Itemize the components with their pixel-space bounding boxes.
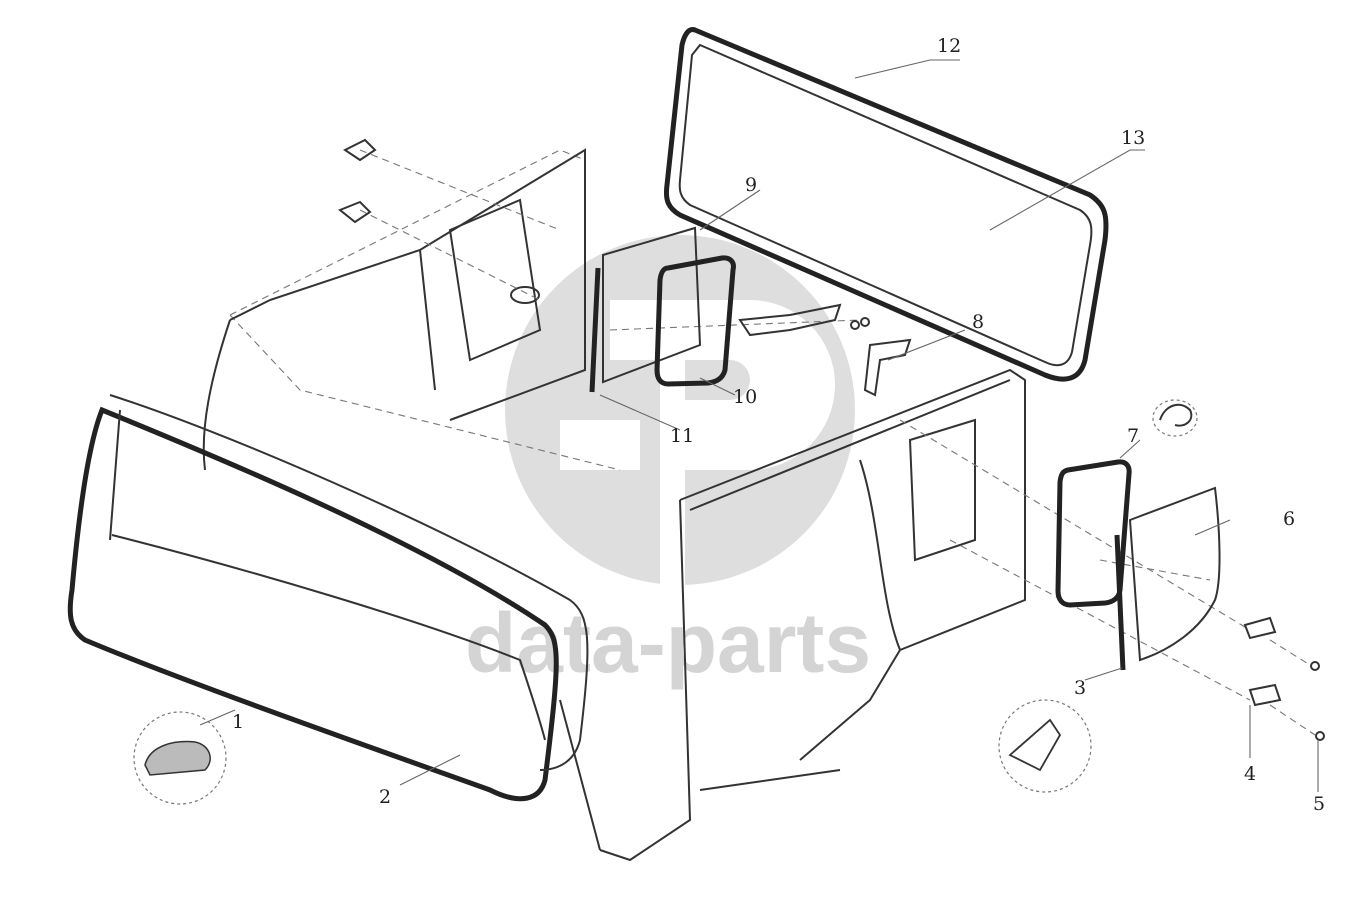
hinge-assembly	[738, 303, 912, 397]
cab-body	[202, 148, 1026, 862]
leader-lines	[199, 59, 1319, 792]
clips-and-screws	[338, 138, 1325, 741]
detail-circles	[133, 699, 1092, 805]
callout-11: 11	[670, 425, 694, 447]
callout-9: 9	[745, 174, 757, 196]
callout-13: 13	[1121, 127, 1145, 149]
left-side-glass-set	[589, 226, 736, 393]
callout-3: 3	[1074, 677, 1086, 699]
callout-labels: 1 2 3 4 5 6 7 8 9 10 11 12 13	[232, 35, 1325, 815]
right-side-glass-set	[1055, 399, 1221, 671]
rear-window	[663, 27, 1109, 382]
callout-2: 2	[379, 786, 391, 808]
callout-4: 4	[1244, 763, 1256, 785]
watermark-logo	[505, 235, 855, 590]
callout-7: 7	[1127, 425, 1139, 447]
callout-5: 5	[1313, 793, 1325, 815]
watermark-brand-text: data-parts	[465, 596, 871, 690]
callout-12: 12	[937, 35, 961, 57]
callout-8: 8	[972, 311, 984, 333]
callout-10: 10	[733, 386, 757, 408]
callout-6: 6	[1283, 508, 1295, 530]
front-windshield	[67, 394, 589, 802]
callout-1: 1	[232, 711, 244, 733]
